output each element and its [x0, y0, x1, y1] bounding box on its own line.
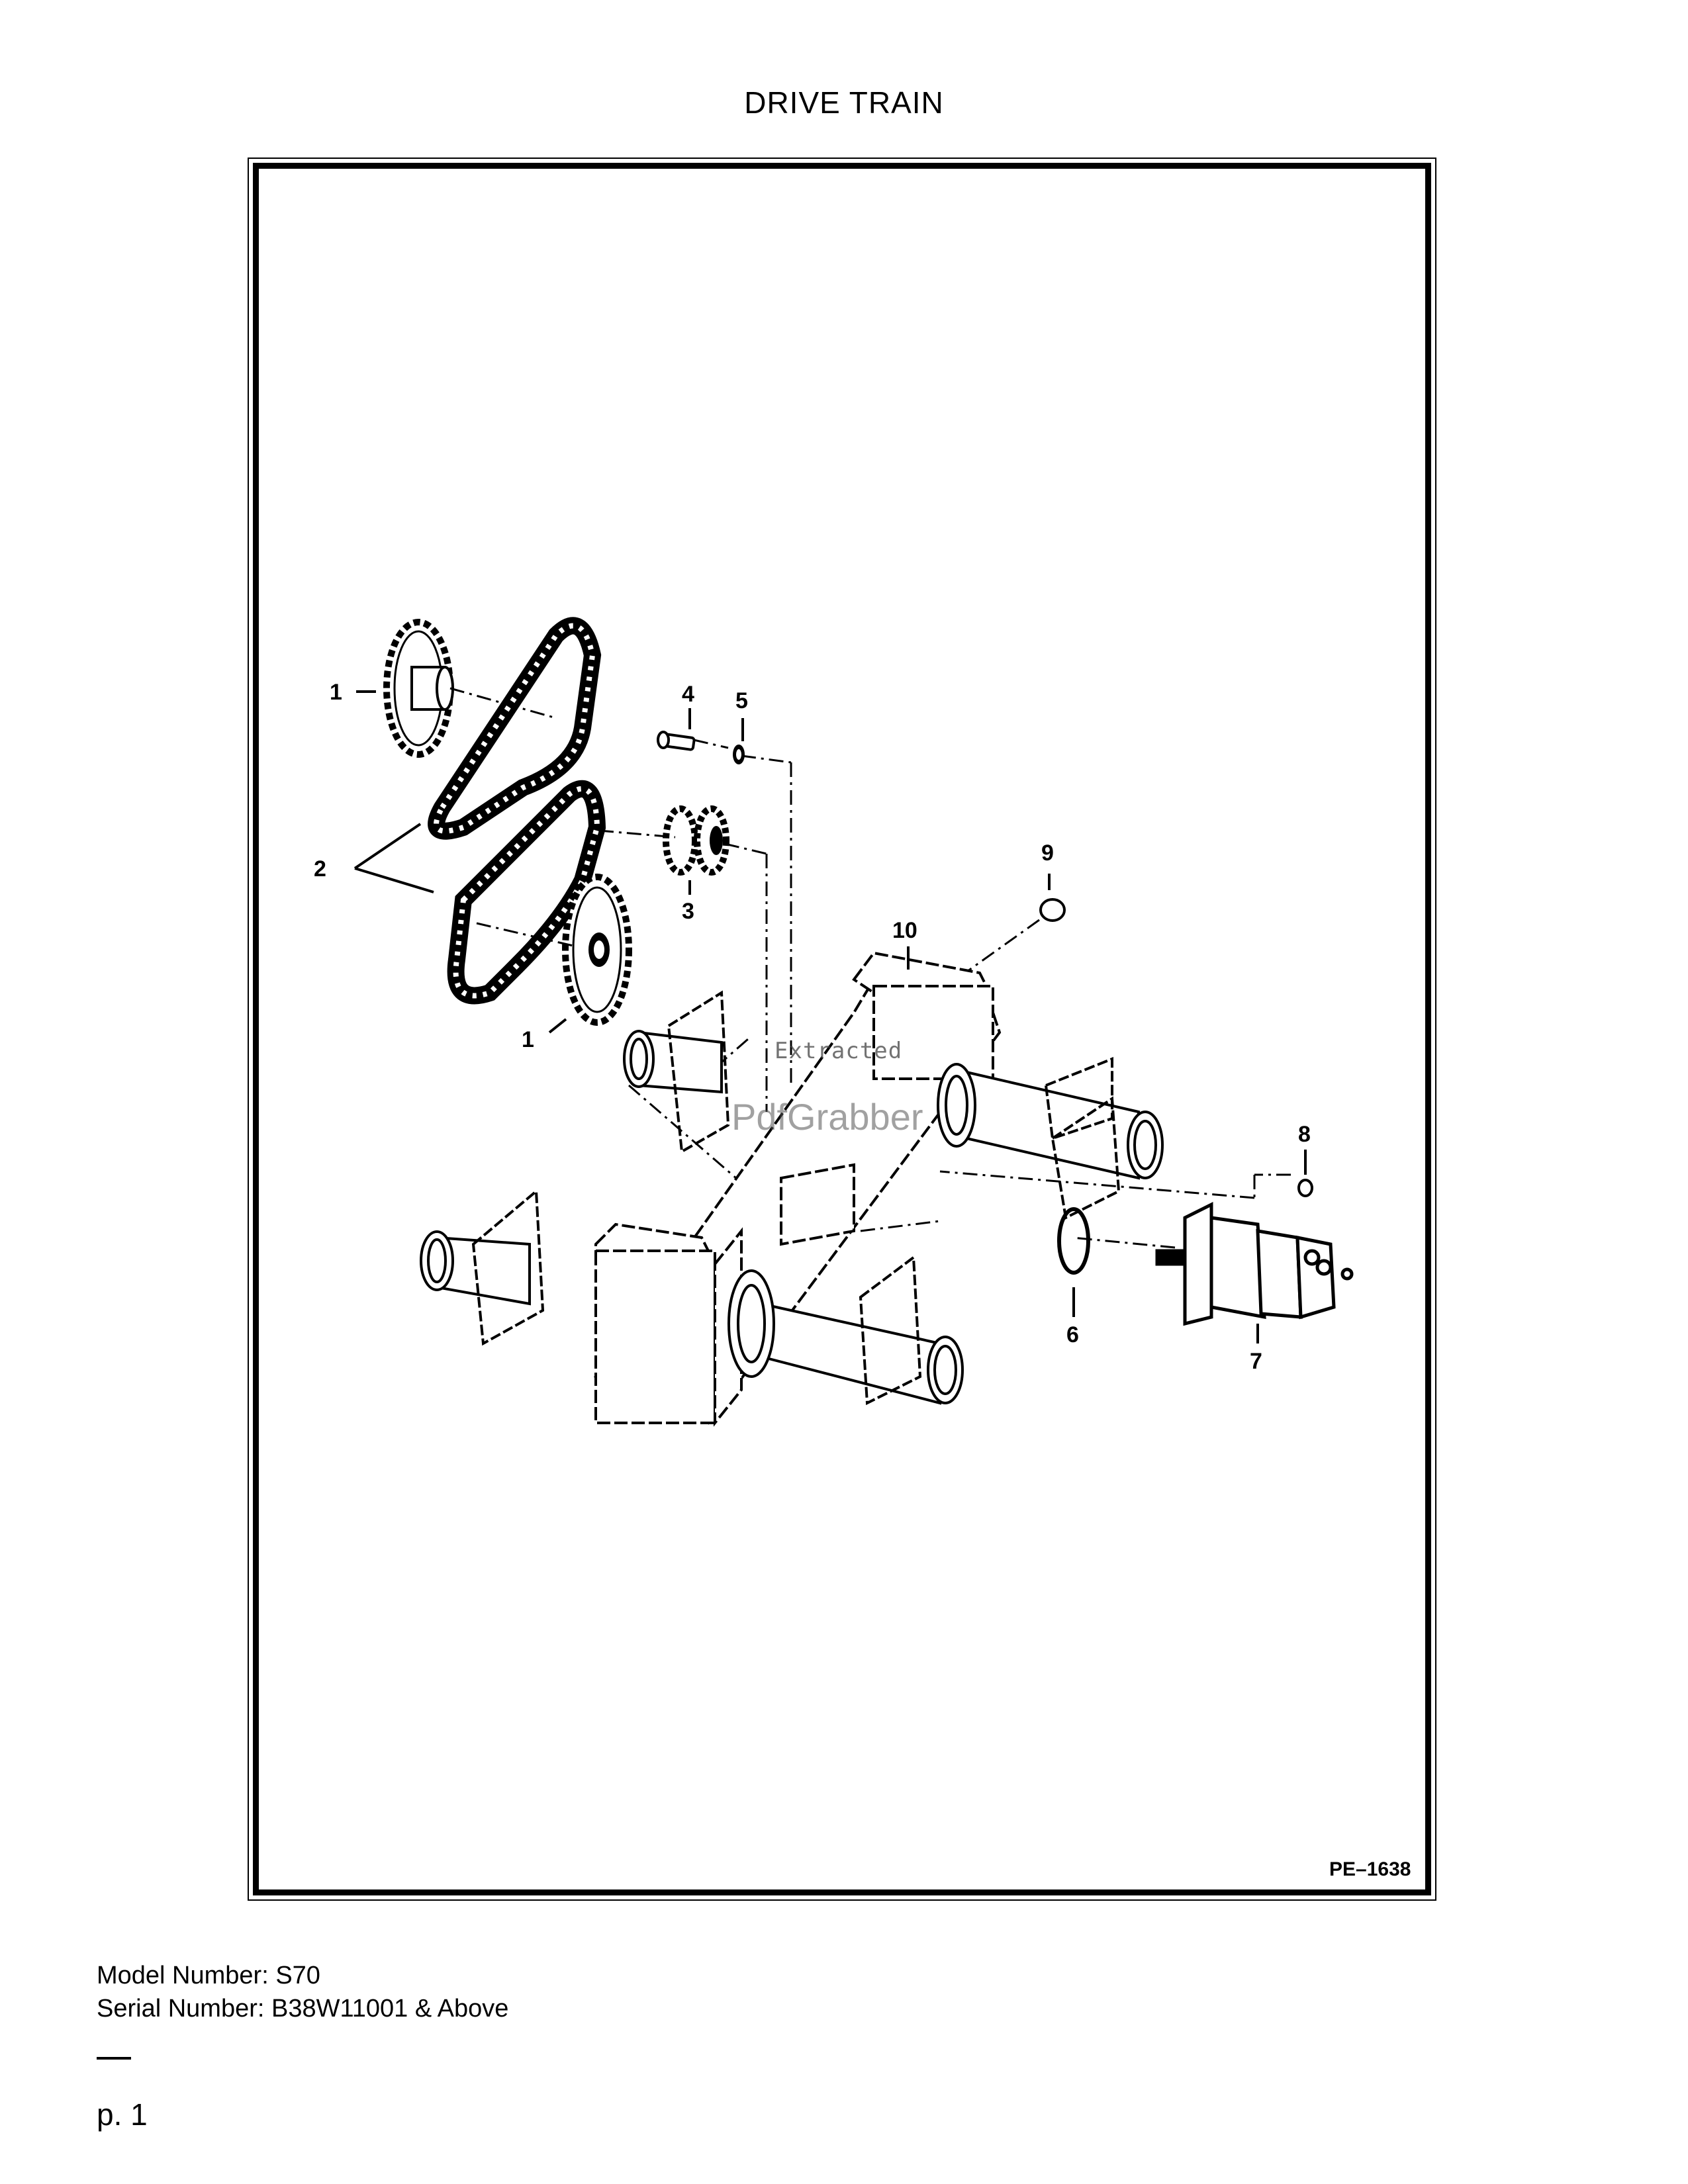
sprocket-upper	[383, 619, 454, 758]
page-title: DRIVE TRAIN	[744, 85, 944, 120]
callout-6: 6	[1066, 1322, 1079, 1347]
callout-1-lower: 1	[522, 1027, 534, 1052]
mounting-brackets	[471, 990, 1121, 1406]
callout-8: 8	[1298, 1122, 1311, 1147]
figure-code: PE–1638	[1329, 1858, 1411, 1880]
o-ring	[1057, 1207, 1090, 1275]
callout-10: 10	[892, 918, 917, 943]
page-rule	[97, 2057, 131, 2060]
callout-5: 5	[735, 688, 748, 713]
hydraulic-motor	[1155, 1201, 1354, 1326]
callout-4: 4	[682, 682, 694, 707]
sprocket-lower	[562, 874, 632, 1026]
idler-sprocket	[663, 805, 729, 876]
chaincase-housing	[593, 951, 1002, 1427]
model-info: Model Number: S70 Serial Number: B38W110…	[97, 1959, 508, 2025]
model-number: Model Number: S70	[97, 1962, 320, 1989]
callout-7: 7	[1250, 1349, 1262, 1374]
serial-number: Serial Number: B38W11001 & Above	[97, 1995, 509, 2023]
drive-chains	[428, 617, 606, 1005]
small-hardware	[657, 731, 1313, 1197]
figure-frame	[253, 163, 1431, 1895]
callout-2: 2	[314, 856, 326, 882]
figure-frame-outer	[248, 158, 1436, 1901]
callout-9: 9	[1041, 841, 1054, 866]
callout-3: 3	[682, 899, 694, 924]
page-number: p. 1	[97, 2097, 148, 2132]
callout-1-upper: 1	[330, 680, 342, 705]
leader-lines	[353, 690, 1307, 1343]
axle-tubes	[420, 1030, 1164, 1405]
watermark-extracted: Extracted	[774, 1038, 903, 1064]
watermark-pdfgrabber: PdfGrabber	[731, 1096, 923, 1138]
